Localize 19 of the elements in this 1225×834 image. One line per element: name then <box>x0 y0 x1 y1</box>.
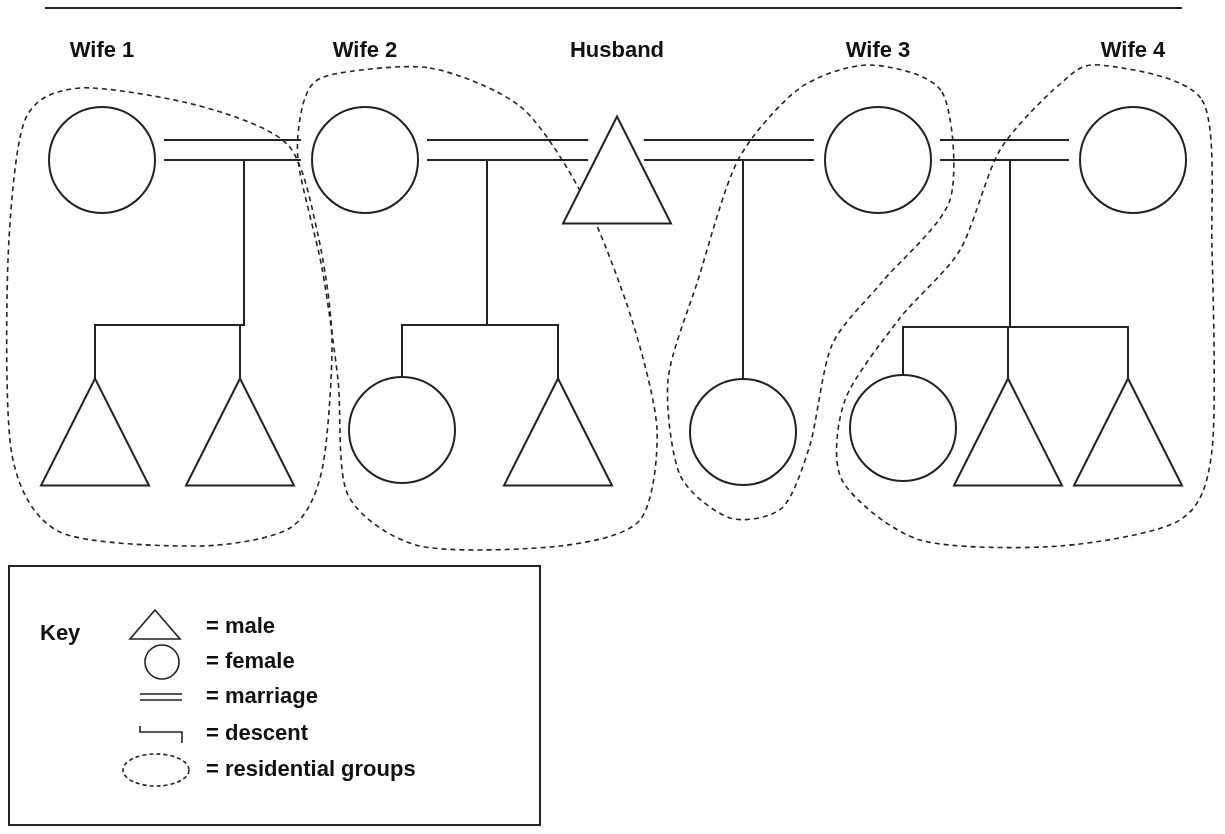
descent-line <box>1009 159 1129 380</box>
descent-line <box>486 159 559 380</box>
legend-label: = residential groups <box>206 756 416 782</box>
person-label: Wife 3 <box>844 37 912 63</box>
marriage-line <box>163 139 302 161</box>
marriage-line <box>939 139 1070 161</box>
descent-line <box>239 159 245 380</box>
marriage-line <box>426 139 590 161</box>
person-label: Wife 1 <box>68 37 136 63</box>
person-label: Wife 2 <box>331 37 399 63</box>
legend-label: = female <box>206 648 295 674</box>
person-label: Husband <box>568 37 666 63</box>
person-label: Wife 4 <box>1099 37 1167 63</box>
marriage-line <box>642 139 815 161</box>
legend-label: = descent <box>206 720 309 746</box>
legend-label: = marriage <box>206 683 318 709</box>
legend-label: = male <box>206 613 276 639</box>
descent-line <box>742 159 744 380</box>
key-heading: Key <box>40 620 81 646</box>
